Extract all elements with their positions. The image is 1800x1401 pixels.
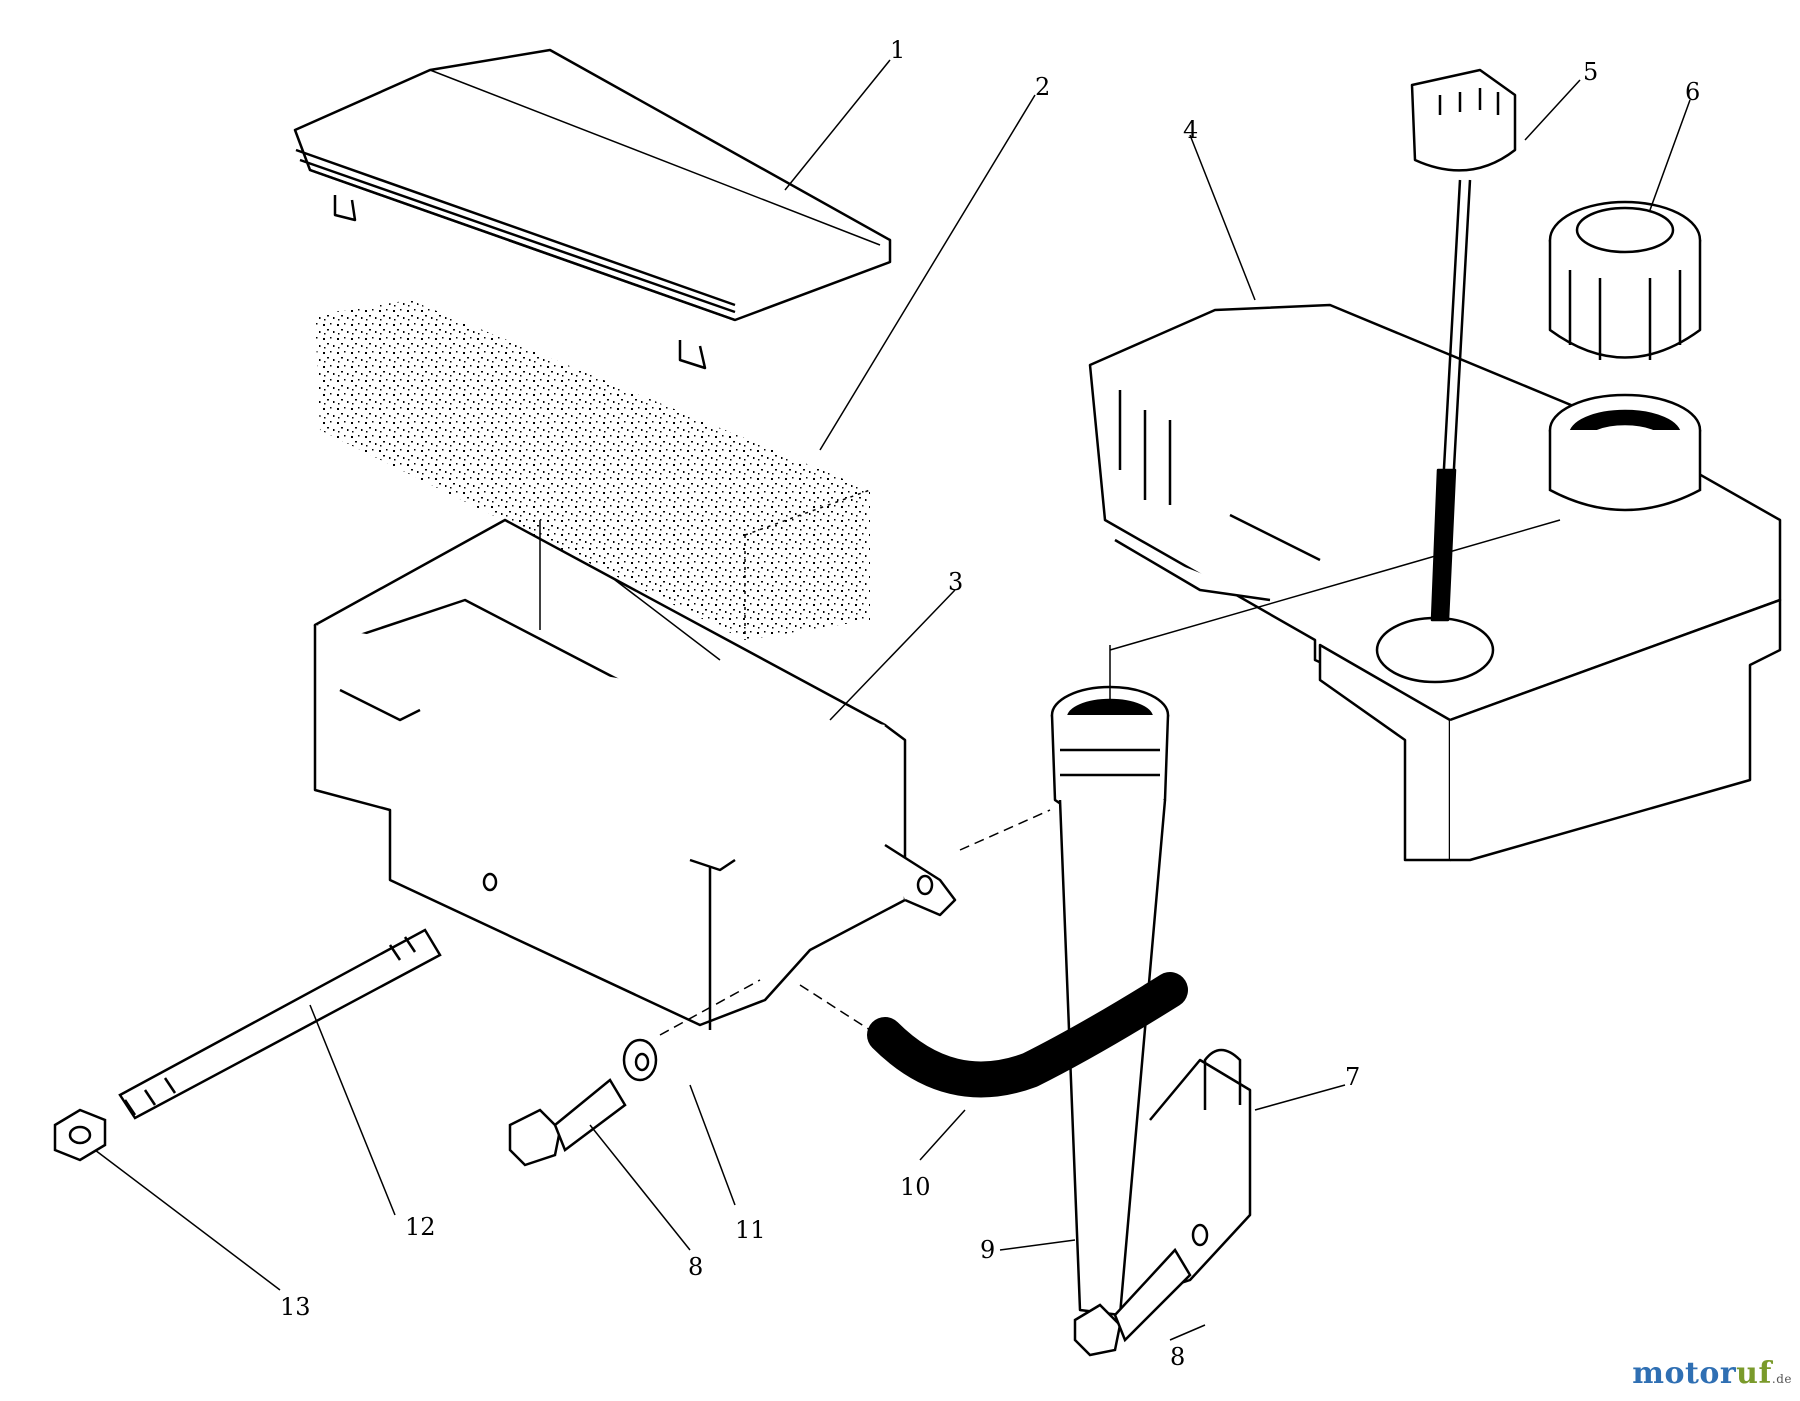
callout-7: 7 [1345, 1063, 1360, 1091]
callout-6: 6 [1685, 78, 1700, 106]
hex-nut [53, 1108, 107, 1162]
mounting-stud [118, 928, 442, 1120]
fuel-tank [1088, 303, 1782, 862]
callout-9: 9 [980, 1236, 995, 1264]
air-filter-cover [293, 48, 892, 370]
callout-numbers: 1 2 3 4 5 6 7 8 9 10 11 12 13 8 [280, 36, 1700, 1371]
intake-tube [1050, 685, 1252, 1317]
watermark-brand-a: motor [1632, 1356, 1737, 1391]
callout-8b: 8 [1170, 1343, 1185, 1371]
callout-4: 4 [1183, 116, 1198, 144]
watermark-brand-b: uf [1736, 1356, 1772, 1391]
callout-3: 3 [948, 568, 963, 596]
callout-10: 10 [900, 1173, 931, 1201]
callout-12: 12 [405, 1213, 436, 1241]
fuel-filler-neck [1548, 393, 1702, 512]
leader-lines [94, 59, 1691, 1341]
callout-1: 1 [890, 36, 905, 64]
dipstick [1410, 68, 1517, 622]
callout-13: 13 [280, 1293, 311, 1321]
bolt-right [1073, 1247, 1192, 1357]
watermark-tld: .de [1771, 1372, 1792, 1386]
callout-8a: 8 [688, 1253, 703, 1281]
callout-5: 5 [1583, 58, 1598, 86]
retaining-clip [1203, 1048, 1242, 1110]
air-cleaner-base [313, 518, 957, 1030]
breather-hose [867, 972, 1188, 1098]
bolt-left [508, 1078, 627, 1167]
callout-11: 11 [735, 1216, 766, 1244]
callout-2: 2 [1035, 73, 1050, 101]
motoruf-watermark: motoruf.de [1632, 1356, 1792, 1391]
washer [622, 1038, 658, 1082]
fuel-cap [1548, 200, 1702, 360]
foam-filter-element [315, 300, 871, 640]
